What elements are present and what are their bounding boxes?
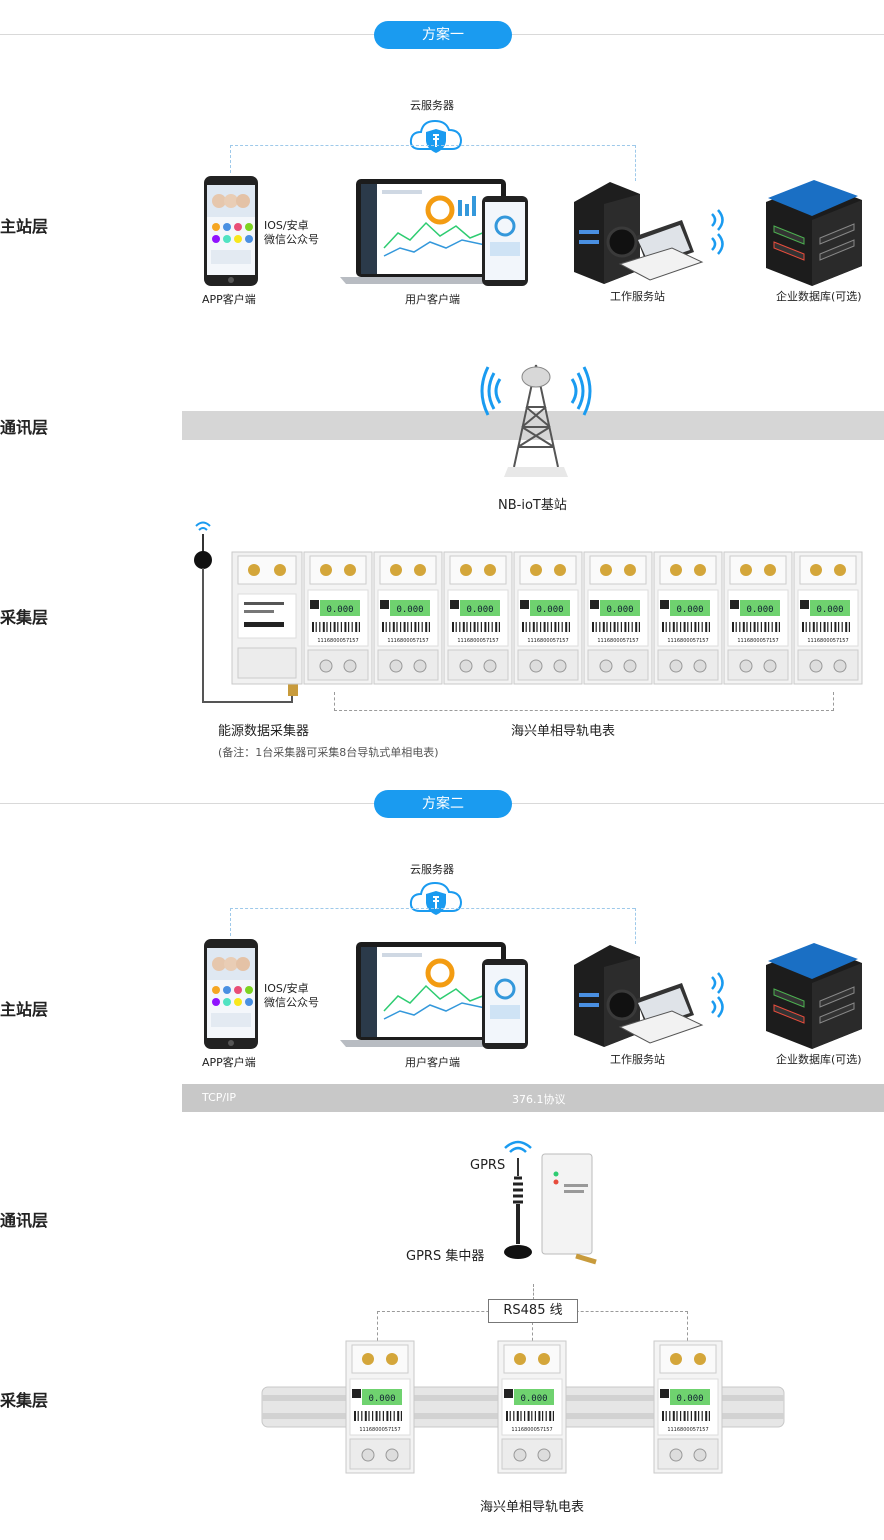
svg-text:1116800057157: 1116800057157 xyxy=(457,638,498,644)
connector-left-2 xyxy=(230,908,231,936)
scheme-1-title[interactable]: 方案一 xyxy=(374,21,512,49)
meters-bracket xyxy=(334,692,834,711)
workstation-label-2: 工作服务站 xyxy=(610,1053,665,1066)
app-platform-line2: 微信公众号 xyxy=(264,233,319,246)
smartphone-icon-2 xyxy=(204,939,258,1049)
workstation-label: 工作服务站 xyxy=(610,290,665,303)
single-phase-meter-5: 0.000 1116800057157 xyxy=(583,551,653,685)
cloud-shield-icon xyxy=(409,119,463,153)
svg-text:0.000: 0.000 xyxy=(606,605,633,615)
protocol-376-label: 376.1协议 xyxy=(512,1093,566,1106)
svg-text:0.000: 0.000 xyxy=(368,1394,395,1404)
collect-layer-label-2: 采集层 xyxy=(0,1391,49,1410)
base-station-label: NB-ioT基站 xyxy=(498,498,567,513)
concentrator-label: GPRS 集中器 xyxy=(406,1249,485,1264)
svg-text:0.000: 0.000 xyxy=(520,1394,547,1404)
connector-top xyxy=(230,145,635,146)
protocol-band: TCP/IP 376.1协议 xyxy=(182,1084,884,1112)
svg-text:0.000: 0.000 xyxy=(676,605,703,615)
comm-layer-label-2: 通讯层 xyxy=(0,1211,49,1230)
app-platform-line1-2: IOS/安卓 xyxy=(264,982,309,995)
cloud-server-label: 云服务器 xyxy=(410,99,454,112)
comm-band xyxy=(182,411,884,440)
server-icon xyxy=(574,182,724,284)
collect-layer-label: 采集层 xyxy=(0,608,49,627)
single-phase-meter-8: 0.000 1116800057157 xyxy=(793,551,863,685)
app-client-label: APP客户端 xyxy=(202,293,256,306)
svg-text:1116800057157: 1116800057157 xyxy=(667,638,708,644)
connector-right-2 xyxy=(635,908,636,944)
svg-text:1116800057157: 1116800057157 xyxy=(511,1427,552,1433)
scheme-2-title[interactable]: 方案二 xyxy=(374,790,512,818)
single-phase-meter-1: 0.000 1116800057157 xyxy=(303,551,373,685)
cloud-server-label-2: 云服务器 xyxy=(410,863,454,876)
app-platform-line2-2: 微信公众号 xyxy=(264,996,319,1009)
svg-text:1116800057157: 1116800057157 xyxy=(527,638,568,644)
rail-meter-3: 0.000 1116800057157 xyxy=(653,1340,723,1474)
tcpip-label: TCP/IP xyxy=(202,1091,236,1104)
rs485-drop-mid xyxy=(532,1322,533,1346)
collector-meter-row: 0.00011168000571570.00011168000571570.00… xyxy=(231,551,863,685)
laptop-icon-2 xyxy=(340,942,528,1049)
rail-meter-1: 0.000 1116800057157 xyxy=(345,1340,415,1474)
database-icon-2 xyxy=(766,943,862,1049)
svg-text:1116800057157: 1116800057157 xyxy=(807,638,848,644)
svg-text:1116800057157: 1116800057157 xyxy=(359,1427,400,1433)
din-rail-meters: 0.00011168000571570.00011168000571570.00… xyxy=(261,1340,785,1474)
gprs-label: GPRS xyxy=(470,1158,506,1173)
meters-label-2: 海兴单相导轨电表 xyxy=(480,1500,585,1515)
database-label: 企业数据库(可选) xyxy=(776,290,862,303)
user-client-label: 用户客户端 xyxy=(405,293,460,306)
antenna-icon xyxy=(194,521,298,703)
single-phase-meter-7: 0.000 1116800057157 xyxy=(723,551,793,685)
server-icon-2 xyxy=(574,945,724,1047)
svg-text:0.000: 0.000 xyxy=(676,1394,703,1404)
connector-left xyxy=(230,145,231,173)
database-label-2: 企业数据库(可选) xyxy=(776,1053,862,1066)
svg-text:1116800057157: 1116800057157 xyxy=(667,1427,708,1433)
connector-right xyxy=(635,145,636,181)
app-platform-line1: IOS/安卓 xyxy=(264,219,309,232)
laptop-icon xyxy=(340,179,528,286)
cloud-shield-icon-2 xyxy=(409,881,463,915)
meters-label-1: 海兴单相导轨电表 xyxy=(511,724,616,739)
svg-text:1116800057157: 1116800057157 xyxy=(737,638,778,644)
svg-text:1116800057157: 1116800057157 xyxy=(387,638,428,644)
energy-data-collector xyxy=(231,551,303,685)
smartphone-icon xyxy=(204,176,258,286)
single-phase-meter-3: 0.000 1116800057157 xyxy=(443,551,513,685)
svg-text:0.000: 0.000 xyxy=(746,605,773,615)
rs485-label: RS485 线 xyxy=(488,1299,578,1323)
gprs-concentrator-icon xyxy=(504,1140,597,1265)
rail-meter-2: 0.000 1116800057157 xyxy=(497,1340,567,1474)
connector-top-2 xyxy=(230,908,635,909)
single-phase-meter-6: 0.000 1116800057157 xyxy=(653,551,723,685)
user-client-label-2: 用户客户端 xyxy=(405,1056,460,1069)
master-layer-label: 主站层 xyxy=(0,217,49,236)
svg-text:1116800057157: 1116800057157 xyxy=(317,638,358,644)
svg-text:0.000: 0.000 xyxy=(466,605,493,615)
svg-text:0.000: 0.000 xyxy=(396,605,423,615)
svg-text:0.000: 0.000 xyxy=(536,605,563,615)
collector-label: 能源数据采集器 xyxy=(218,724,310,739)
single-phase-meter-2: 0.000 1116800057157 xyxy=(373,551,443,685)
svg-text:0.000: 0.000 xyxy=(816,605,843,615)
rs485-stub xyxy=(533,1284,534,1300)
comm-layer-label: 通讯层 xyxy=(0,418,49,437)
app-client-label-2: APP客户端 xyxy=(202,1056,256,1069)
svg-text:0.000: 0.000 xyxy=(326,605,353,615)
master-layer-label-2: 主站层 xyxy=(0,1000,49,1019)
svg-text:1116800057157: 1116800057157 xyxy=(597,638,638,644)
signal-tower-icon xyxy=(480,364,592,477)
single-phase-meter-4: 0.000 1116800057157 xyxy=(513,551,583,685)
collector-note: (备注：1台采集器可采集8台导轨式单相电表) xyxy=(218,746,439,759)
database-icon xyxy=(766,180,862,286)
